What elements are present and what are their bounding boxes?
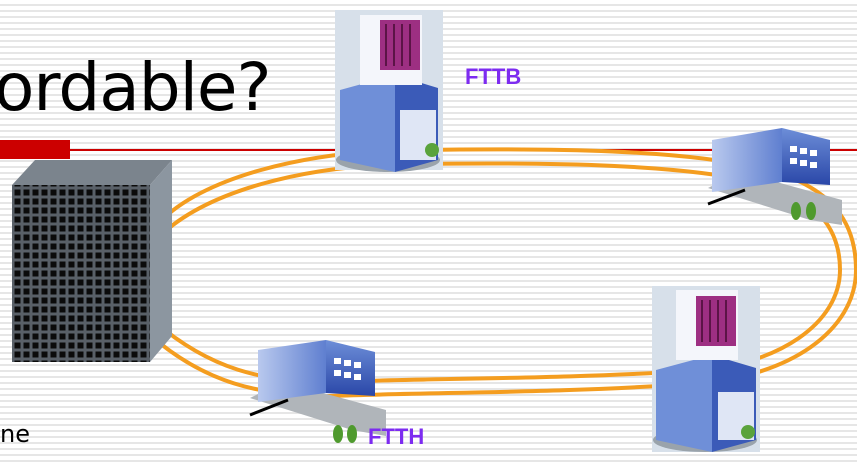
fttb-label: FTTB xyxy=(465,64,522,89)
office-building-icon xyxy=(707,128,842,225)
server-rack-icon xyxy=(12,160,172,362)
office-building-icon xyxy=(249,340,386,443)
ftth-label: FTTH xyxy=(368,424,425,449)
title-accent-block xyxy=(0,140,70,159)
office-tower-icon xyxy=(652,286,760,452)
office-tower-icon xyxy=(335,10,443,172)
body-text-fragment: ne xyxy=(0,420,30,448)
slide-title: ordable? xyxy=(0,49,272,126)
